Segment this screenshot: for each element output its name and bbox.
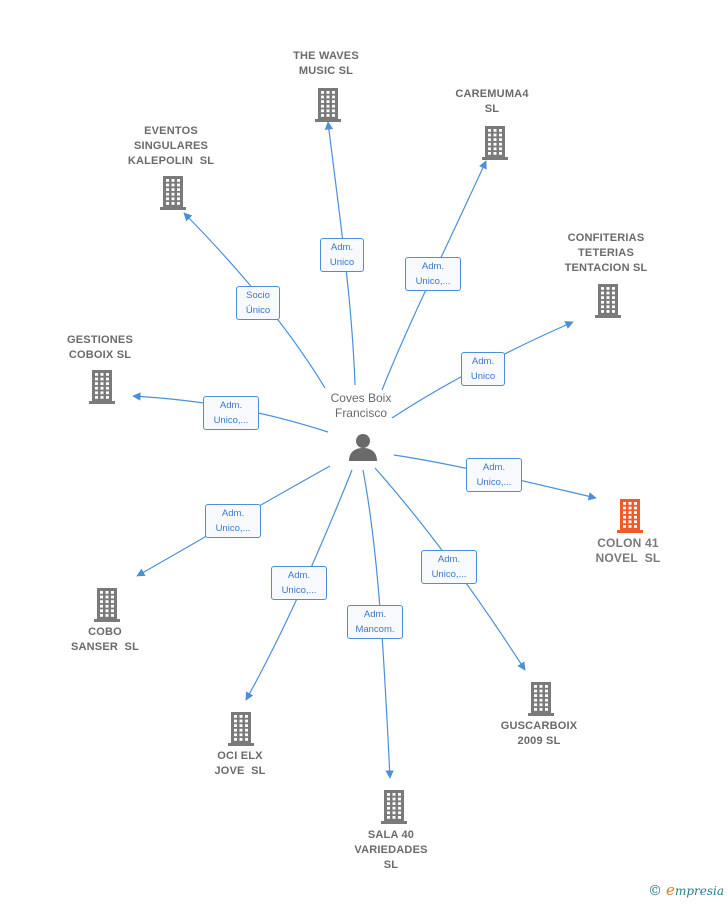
company-name-line: SL — [484, 103, 500, 115]
company-name-line: GUSCARBOIX — [500, 720, 578, 732]
person-icon[interactable] — [348, 432, 378, 467]
relation-label-gestiones[interactable]: Adm. Unico,... — [203, 396, 259, 430]
empresia-logo[interactable]: ©empresia — [648, 881, 724, 899]
relation-label-line: Unico,... — [213, 415, 249, 426]
company-name-oci-elx[interactable]: OCI ELX JOVE SL — [195, 749, 285, 779]
logo-text: mpresia — [674, 884, 724, 898]
relation-label-confiterias[interactable]: Adm. Unico — [461, 352, 505, 386]
relation-label-line: Adm. — [363, 609, 387, 620]
relation-label-colon41[interactable]: Adm. Unico,... — [466, 458, 522, 492]
relation-label-line: Unico,... — [431, 569, 467, 580]
relation-label-sala40[interactable]: Adm. Mancom. — [347, 605, 403, 639]
relation-label-line: Adm. — [437, 554, 461, 565]
relation-label-line: Socio — [246, 290, 270, 301]
copyright-symbol: © — [648, 883, 663, 899]
company-name-line: THE WAVES — [293, 50, 359, 62]
company-name-guscarboix[interactable]: GUSCARBOIX 2009 SL — [490, 719, 588, 749]
company-name-line: NOVEL SL — [595, 551, 661, 565]
company-name-line: SANSER SL — [70, 641, 139, 653]
company-name-line: TETERIAS — [578, 247, 634, 259]
relation-label-guscarboix[interactable]: Adm. Unico,... — [421, 550, 477, 584]
relation-label-caremuma4[interactable]: Adm. Unico,... — [405, 257, 461, 291]
relation-label-line: Mancom. — [355, 624, 395, 635]
company-name-line: TENTACION SL — [564, 262, 648, 274]
company-name-line: CAREMUMA4 — [455, 88, 529, 100]
relation-label-line: Unico,... — [281, 585, 317, 596]
company-name-line: COBO — [88, 626, 122, 638]
logo-initial: e — [666, 881, 675, 899]
company-name-line: COLON 41 — [597, 536, 659, 550]
company-name-line: OCI ELX — [217, 750, 263, 762]
person-name-line: Francisco — [334, 406, 387, 420]
relation-label-line: Adm. — [219, 400, 243, 411]
relation-label-line: Único — [245, 305, 271, 316]
building-icon[interactable] — [525, 680, 557, 721]
relation-label-cobo[interactable]: Adm. Unico,... — [205, 504, 261, 538]
relation-label-line: Unico — [470, 371, 496, 382]
building-icon[interactable] — [592, 282, 624, 323]
relation-label-line: Adm. — [330, 242, 354, 253]
company-name-line: SINGULARES — [133, 140, 209, 152]
building-icon[interactable] — [86, 368, 118, 409]
building-icon[interactable] — [225, 710, 257, 751]
company-name-eventos[interactable]: EVENTOS SINGULARES KALEPOLIN SL — [120, 124, 222, 169]
relation-label-the-waves[interactable]: Adm. Unico — [320, 238, 364, 272]
relation-label-line: Adm. — [482, 462, 506, 473]
person-name-line: Coves Boix — [330, 391, 392, 405]
company-name-line: 2009 SL — [517, 735, 561, 747]
company-name-the-waves[interactable]: THE WAVES MUSIC SL — [285, 49, 367, 79]
building-icon[interactable] — [378, 788, 410, 829]
company-name-line: SL — [383, 859, 399, 871]
relation-label-oci-elx[interactable]: Adm. Unico,... — [271, 566, 327, 600]
company-name-line: COBOIX SL — [68, 349, 132, 361]
relation-label-line: Adm. — [221, 508, 245, 519]
company-name-line: VARIEDADES — [354, 844, 428, 856]
company-name-sala40[interactable]: SALA 40 VARIEDADES SL — [345, 828, 437, 873]
relation-label-line: Unico,... — [415, 276, 451, 287]
company-name-line: CONFITERIAS — [567, 232, 645, 244]
relation-label-line: Adm. — [471, 356, 495, 367]
building-icon[interactable] — [479, 124, 511, 165]
relation-label-line: Adm. — [287, 570, 311, 581]
company-name-line: GESTIONES — [67, 334, 133, 346]
relation-label-line: Unico,... — [215, 523, 251, 534]
building-icon[interactable] — [91, 586, 123, 627]
building-icon[interactable] — [312, 86, 344, 127]
relation-label-line: Adm. — [421, 261, 445, 272]
company-name-line: SALA 40 — [367, 829, 415, 841]
company-name-line: MUSIC SL — [298, 65, 354, 77]
relation-label-line: Unico — [329, 257, 355, 268]
company-name-gestiones[interactable]: GESTIONES COBOIX SL — [55, 333, 145, 363]
company-name-cobo[interactable]: COBO SANSER SL — [60, 625, 150, 655]
company-name-line: JOVE SL — [214, 765, 266, 777]
company-name-line: EVENTOS — [144, 125, 198, 137]
building-icon[interactable] — [157, 174, 189, 215]
relation-label-line: Unico,... — [476, 477, 512, 488]
company-name-confiterias[interactable]: CONFITERIAS TETERIAS TENTACION SL — [556, 231, 656, 276]
company-name-line: KALEPOLIN SL — [127, 155, 215, 167]
building-icon[interactable] — [614, 497, 646, 538]
